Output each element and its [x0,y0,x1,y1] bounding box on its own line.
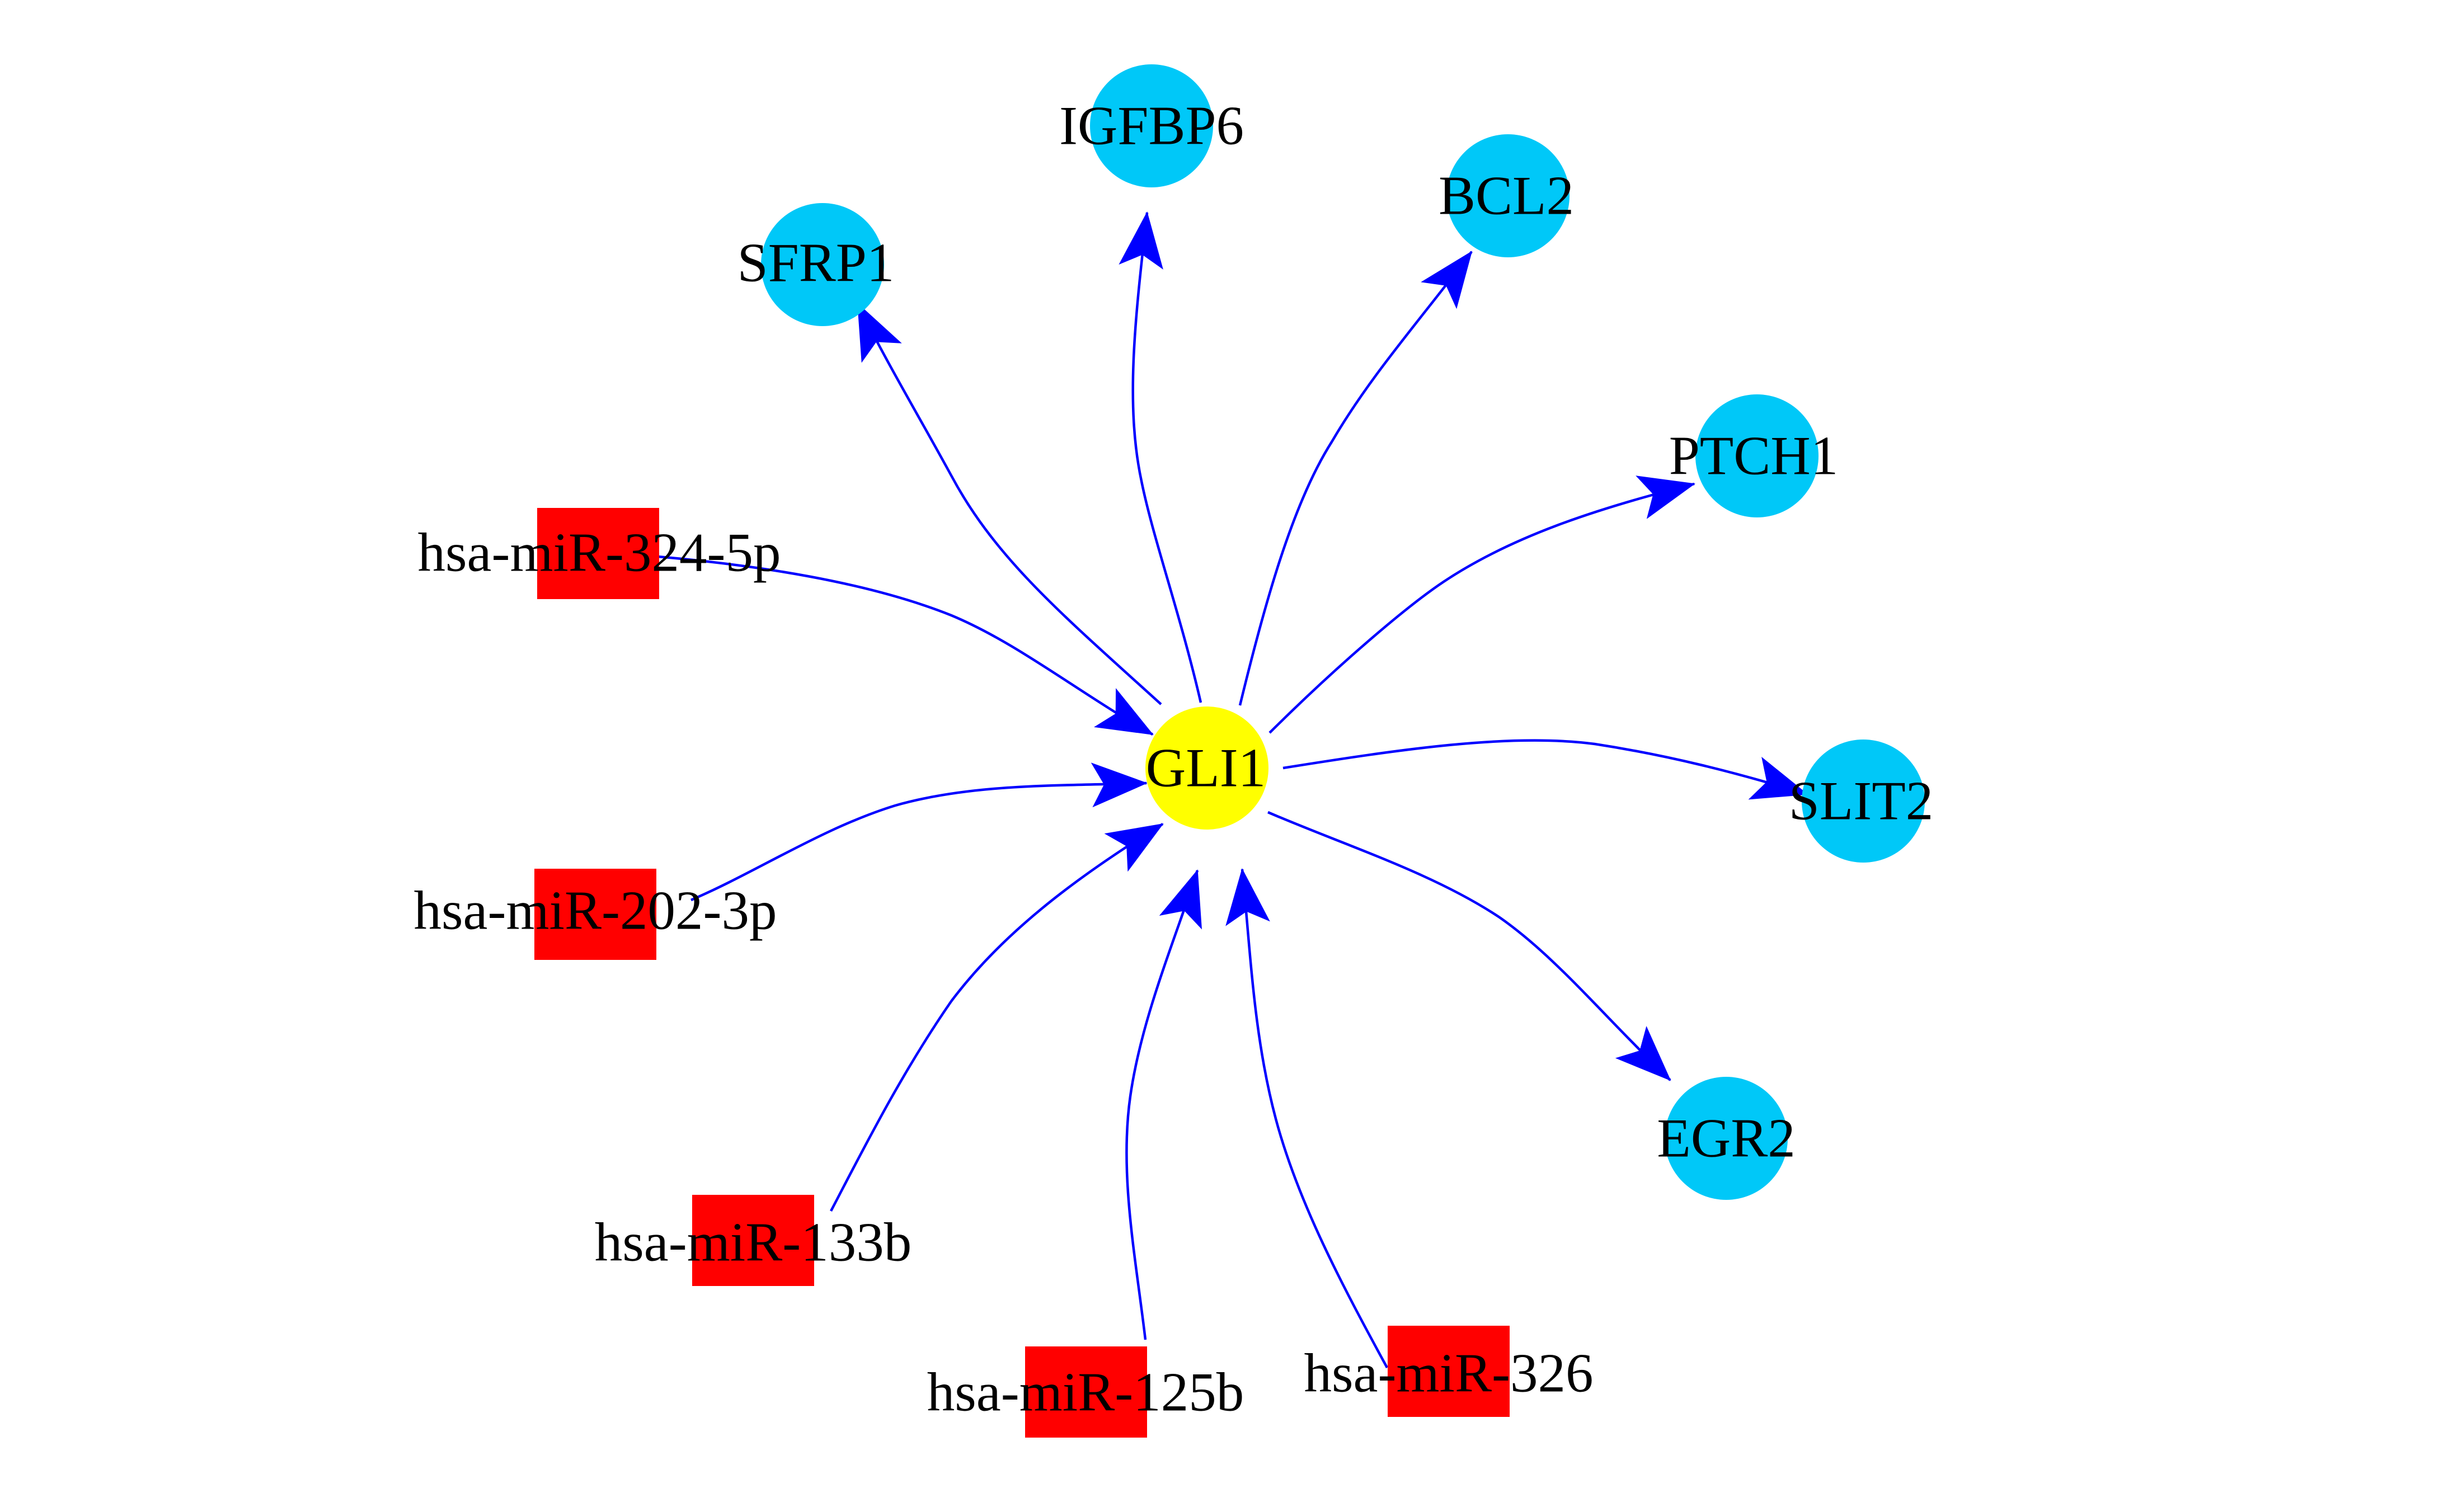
edges-layer [657,211,1808,1369]
gene-node-label: PTCH1 [1669,426,1839,487]
hub-node-gli1[interactable]: GLI1 [1145,706,1268,830]
mirna-node-shape [1025,1346,1147,1438]
edge-mir326-to-gli1 [1225,868,1388,1369]
gene-node-shape [1802,739,1925,863]
mirna-node-label: hsa-miR-202-3p [414,880,777,941]
hub-node-label: GLI1 [1146,738,1266,799]
edge-mir202-to-gli1 [690,762,1148,902]
gene-node-label: IGFBP6 [1059,96,1244,157]
mirna-node-label: hsa-miR-324-5p [418,522,781,583]
target-gene-nodes: SFRP1 IGFBP6 BCL2 PTCH1 SLIT2 EGR2 [737,64,1933,1200]
gene-node-label: SFRP1 [737,233,895,294]
mirna-node-shape [1388,1326,1510,1417]
mirna-node-mir-202-3p[interactable]: hsa-miR-202-3p [414,869,777,960]
mirna-node-mir-324-5p[interactable]: hsa-miR-324-5p [418,508,781,599]
mirna-node-label: hsa-miR-133b [595,1212,911,1273]
gene-node-label: SLIT2 [1789,771,1933,832]
mirna-nodes: hsa-miR-324-5p hsa-miR-202-3p hsa-miR-13… [414,508,1594,1438]
edge-mir125b-to-gli1 [1125,869,1202,1340]
mirna-node-mir-326[interactable]: hsa-miR-326 [1304,1326,1594,1417]
mirna-node-shape [692,1195,814,1286]
gene-node-slit2[interactable]: SLIT2 [1789,739,1933,863]
mirna-node-label: hsa-miR-326 [1304,1343,1594,1404]
gene-node-shape [1695,394,1819,517]
mirna-node-shape [537,508,659,599]
gene-node-label: EGR2 [1657,1108,1796,1169]
gene-node-igfbp6[interactable]: IGFBP6 [1059,64,1244,187]
edge-mir133b-to-gli1 [830,823,1164,1212]
edge-gli1-to-sfrp1 [856,303,1162,705]
gene-node-label: BCL2 [1439,166,1574,227]
edge-gli1-to-bcl2 [1238,251,1473,706]
gene-node-shape [1090,64,1213,187]
mirna-node-mir-125b[interactable]: hsa-miR-125b [927,1346,1244,1438]
edge-mir324-to-gli1 [657,555,1154,736]
gene-node-ptch1[interactable]: PTCH1 [1669,394,1839,517]
gene-node-shape [761,203,884,326]
mirna-node-shape [534,869,656,960]
edge-gli1-to-ptch1 [1268,475,1695,734]
edge-gli1-to-slit2 [1282,739,1808,800]
gene-node-egr2[interactable]: EGR2 [1657,1077,1796,1200]
mirna-node-label: hsa-miR-125b [927,1362,1244,1423]
gene-node-bcl2[interactable]: BCL2 [1439,134,1574,257]
gene-node-sfrp1[interactable]: SFRP1 [737,203,895,326]
gene-node-shape [1446,134,1570,257]
edge-gli1-to-igfbp6 [1119,211,1202,703]
edge-gli1-to-egr2 [1267,811,1671,1081]
mirna-node-mir-133b[interactable]: hsa-miR-133b [595,1195,911,1286]
hub-node-shape [1145,706,1268,830]
gene-node-shape [1665,1077,1788,1200]
